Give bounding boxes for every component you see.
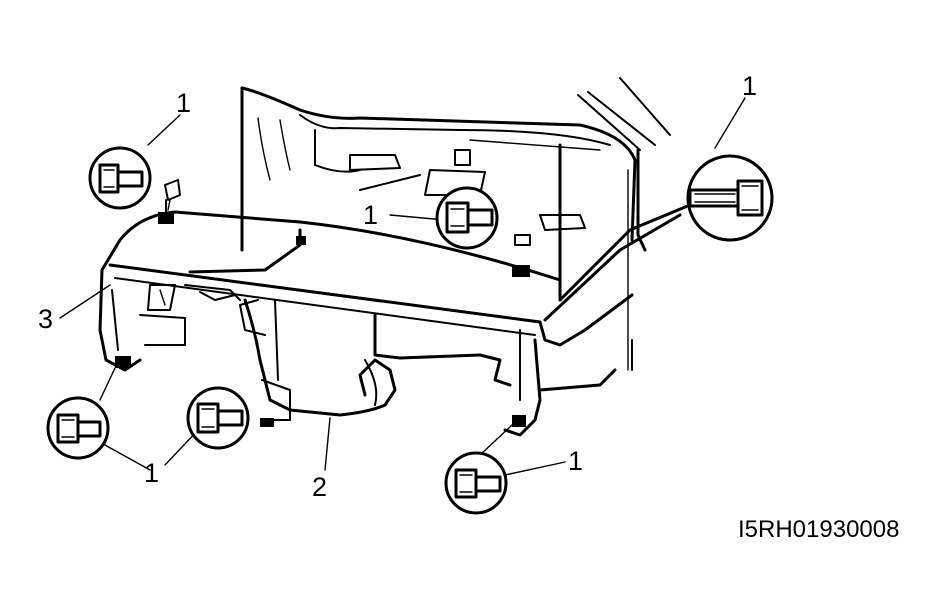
windshield-lines xyxy=(577,77,671,151)
figure-code: I5RH01930008 xyxy=(738,516,899,543)
callout-part-2: 2 xyxy=(312,472,327,502)
bolt-circle-center xyxy=(435,186,499,250)
callout-bolt-right: 1 xyxy=(742,71,757,101)
bolt-circle-bottom-left xyxy=(46,396,110,460)
callout-part-3: 3 xyxy=(38,304,53,334)
instrument-panel-body xyxy=(98,203,692,437)
callout-bolt-bottom-left: 1 xyxy=(144,458,159,488)
left-bracket-detail xyxy=(139,284,241,346)
bolt-circle-top-left xyxy=(88,146,152,210)
leader-lines xyxy=(59,97,746,476)
callout-bolt-top-left: 1 xyxy=(176,88,191,118)
fastener-points xyxy=(115,179,530,427)
callout-bolt-center: 1 xyxy=(363,200,378,230)
firewall-panel xyxy=(240,86,647,371)
bolt-circle-bottom-right xyxy=(444,451,508,515)
bolt-circle-bottom-middle xyxy=(186,386,250,450)
callout-bolt-bottom-right: 1 xyxy=(568,446,583,476)
bolt-circle-right xyxy=(686,154,774,242)
lower-center-panel xyxy=(239,298,512,421)
